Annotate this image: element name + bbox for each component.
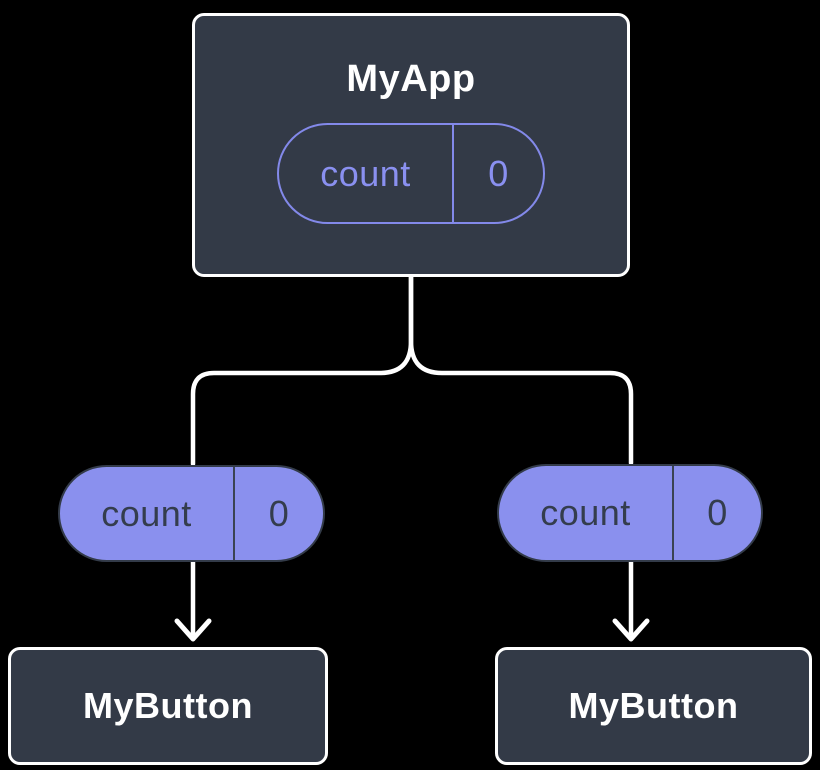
prop-pill: count 0 (58, 465, 325, 562)
node-title: MyButton (83, 685, 253, 726)
state-pill-value: 0 (452, 125, 543, 222)
node-mybutton: MyButton (8, 647, 328, 765)
prop-pill-name: count (101, 492, 192, 534)
node-title: MyButton (568, 685, 739, 726)
arrowhead-down-icon (612, 618, 650, 642)
node-myapp: MyApp count 0 (192, 13, 630, 277)
node-title: MyApp (346, 58, 476, 100)
prop-pill-value: 0 (672, 466, 761, 560)
prop-pill-name: count (540, 492, 631, 533)
state-pill-name: count (320, 152, 411, 194)
connector-root-to-right-pill (408, 273, 634, 466)
state-pill: count 0 (277, 123, 545, 224)
connector-root-to-left-pill (190, 273, 414, 467)
prop-pill: count 0 (497, 464, 763, 562)
arrowhead-down-icon (174, 618, 212, 642)
prop-pill-value: 0 (233, 467, 323, 560)
node-mybutton: MyButton (495, 647, 812, 765)
